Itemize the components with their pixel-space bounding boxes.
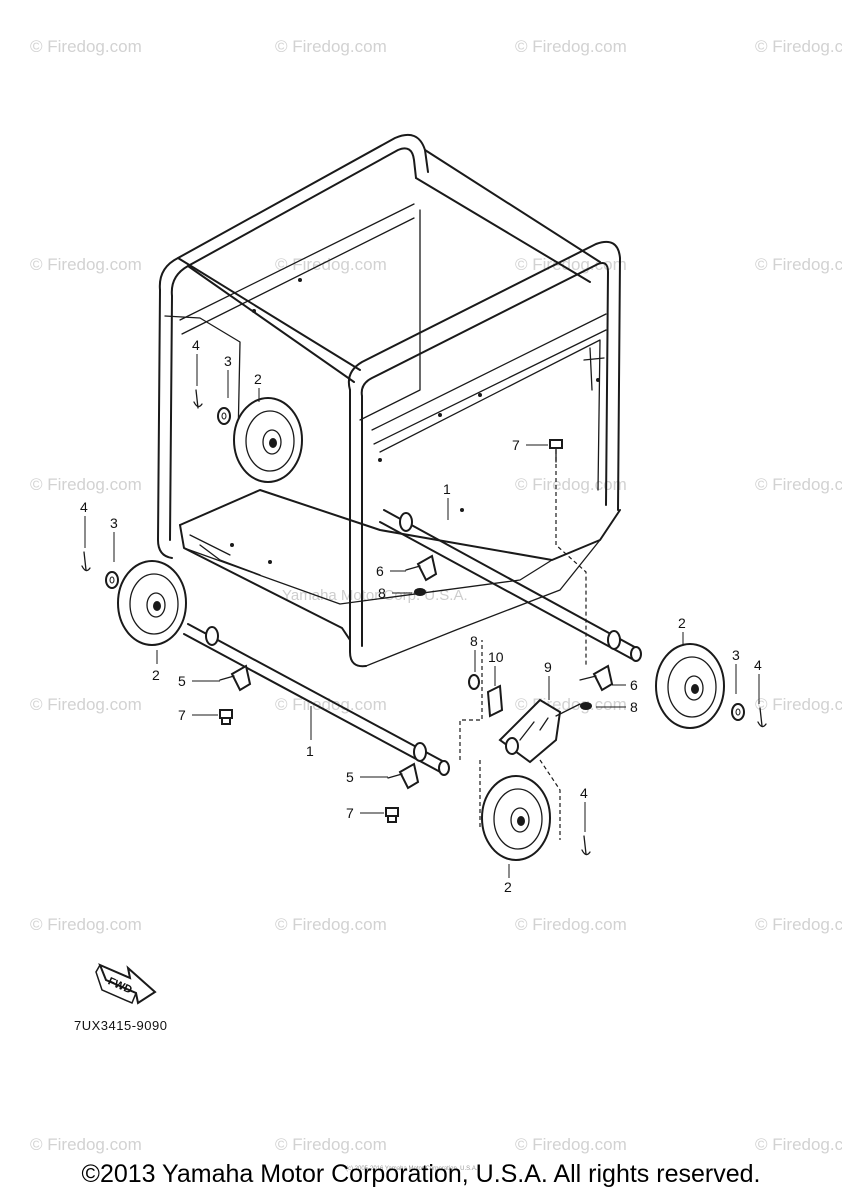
callout-6: 6 [376, 563, 384, 579]
callout-4: 4 [80, 499, 88, 515]
watermark: © Firedog.com [755, 255, 842, 274]
watermark: © Firedog.com [755, 915, 842, 934]
generator-frame [157, 134, 621, 840]
callout-3: 3 [224, 353, 232, 369]
callout-4: 4 [754, 657, 762, 673]
bolt [385, 807, 399, 823]
caster-bracket [498, 698, 581, 764]
nut [580, 702, 592, 710]
callout-2: 2 [504, 879, 512, 895]
callout-10: 10 [488, 649, 504, 665]
watermark: © Firedog.com [275, 695, 387, 714]
watermark: © Firedog.com [30, 255, 142, 274]
watermark: © Firedog.com [755, 1135, 842, 1154]
washer [731, 703, 745, 721]
watermark: © Firedog.com [755, 695, 842, 714]
watermark: © Firedog.com [515, 255, 627, 274]
watermark: © Firedog.com [30, 475, 142, 494]
washer [217, 407, 231, 425]
callout-3: 3 [732, 647, 740, 663]
cotter-pin [193, 389, 203, 409]
callout-2: 2 [254, 371, 262, 387]
watermark: © Firedog.com [30, 37, 142, 56]
cotter-pin [81, 551, 91, 572]
watermark: © Firedog.com [515, 475, 627, 494]
callout-2: 2 [678, 615, 686, 631]
callout-8: 8 [378, 585, 386, 601]
callout-3: 3 [110, 515, 118, 531]
watermark: © Firedog.com [275, 1135, 387, 1154]
callout-5: 5 [178, 673, 186, 689]
bracket [579, 664, 614, 692]
watermark: © Firedog.com [30, 1135, 142, 1154]
callout-7: 7 [346, 805, 354, 821]
callout-6: 6 [630, 677, 638, 693]
watermark: © Firedog.com [30, 695, 142, 714]
watermark: © Firedog.com [755, 475, 842, 494]
callout-8: 8 [470, 633, 478, 649]
callout-9: 9 [544, 659, 552, 675]
center-watermark: Yamaha Motor Corp. U.S.A. [282, 587, 468, 604]
watermark: © Firedog.com [275, 37, 387, 56]
wheel [117, 560, 187, 646]
watermark: © Firedog.com [515, 1135, 627, 1154]
axle-upper [379, 509, 642, 662]
wheel [233, 397, 303, 483]
bolt [549, 439, 563, 463]
watermark: © Firedog.com [275, 915, 387, 934]
reference-code: 7UX3415-9090 [74, 1018, 168, 1033]
cotter-pin [581, 835, 591, 856]
cotter-pin [757, 707, 767, 728]
callout-4: 4 [580, 785, 588, 801]
wheel [481, 775, 551, 861]
callout-1: 1 [443, 481, 451, 497]
watermark: © Firedog.com [515, 915, 627, 934]
nut [414, 588, 426, 596]
watermark: © Firedog.com [755, 37, 842, 56]
stopper-plate [486, 684, 504, 718]
watermark: © Firedog.com [515, 37, 627, 56]
bolt [219, 709, 233, 725]
callout-1: 1 [306, 743, 314, 759]
copyright-text: ©2013 Yamaha Motor Corporation, U.S.A. A… [81, 1160, 761, 1188]
bracket [387, 762, 420, 790]
callout-7: 7 [512, 437, 520, 453]
bracket [405, 554, 438, 582]
bracket [219, 664, 252, 692]
callout-8: 8 [630, 699, 638, 715]
axle-lower [183, 623, 450, 776]
callouts: 1 1 2 2 2 2 3 3 3 4 4 4 4 5 5 6 6 7 [80, 337, 762, 895]
forward-arrow-icon: FWD [95, 963, 157, 1005]
callout-7: 7 [178, 707, 186, 723]
callout-5: 5 [346, 769, 354, 785]
wheel [655, 643, 725, 729]
watermark: © Firedog.com [30, 915, 142, 934]
nut [468, 674, 480, 690]
callout-2: 2 [152, 667, 160, 683]
tiny-notice: (c) 2005-2016 Yamaha Motor Corporation, … [346, 1166, 478, 1172]
washer [105, 571, 119, 589]
callout-4: 4 [192, 337, 200, 353]
